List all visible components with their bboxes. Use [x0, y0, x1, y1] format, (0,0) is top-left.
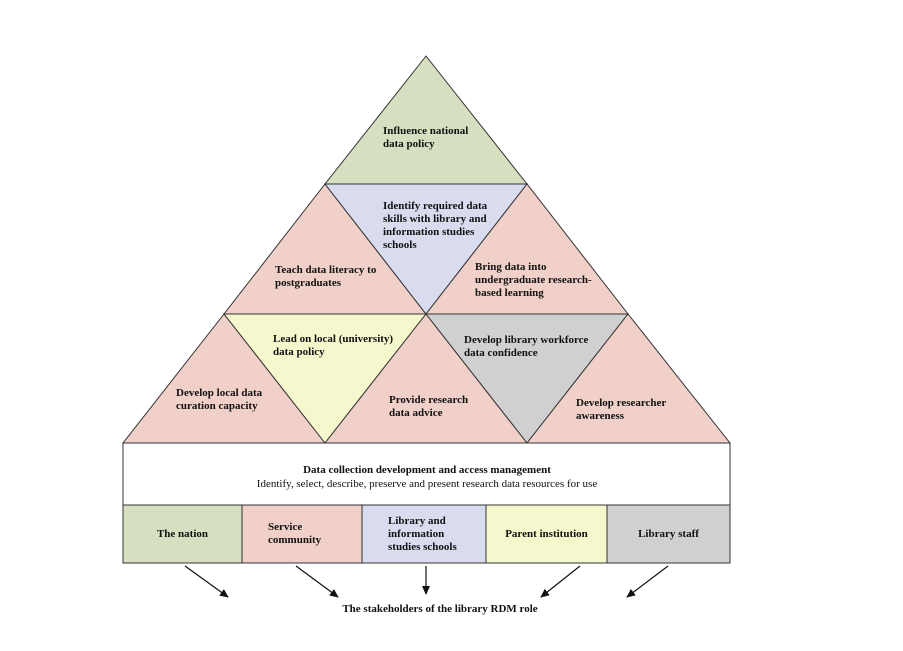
label-identify-data-skills: Identify required data skills with libra…: [383, 200, 488, 251]
label-influence-national: Influence national data policy: [383, 125, 469, 150]
arrow-5: [626, 565, 669, 598]
label-provide-research-advice: Provide research data advice: [389, 394, 469, 419]
stakeholder-box-staff: [606, 504, 731, 564]
stakeholder-lis-schools: Library and information studies schools: [388, 514, 457, 553]
label-teach-data-literacy: Teach data literacy to postgraduates: [275, 264, 377, 289]
arrow-1: [184, 565, 229, 598]
label-develop-workforce: Develop library workforce data confidenc…: [464, 334, 589, 359]
arrow-2: [295, 565, 339, 598]
foundation-subtitle: Identify, select, describe, preserve and…: [256, 478, 598, 490]
stakeholder-box-lis: [361, 504, 487, 564]
foundation-title: Data collection development and access m…: [303, 464, 551, 476]
arrow-4: [540, 565, 581, 598]
label-develop-researcher-awareness: Develop researcher awareness: [576, 397, 667, 422]
stakeholder-nation: The nation: [156, 527, 209, 540]
stakeholder-box-nation: [122, 504, 243, 564]
stakeholder-parent-institution: Parent institution: [505, 527, 588, 540]
diagram-caption: The stakeholders of the library RDM role: [342, 603, 538, 615]
label-develop-curation: Develop local data curation capacity: [176, 387, 263, 412]
stakeholder-library-staff: Library staff: [638, 527, 699, 540]
stakeholder-box-service: [241, 504, 363, 564]
label-lead-local-policy: Lead on local (university) data policy: [273, 333, 394, 358]
foundation-bar: [122, 442, 731, 506]
stakeholder-service-community: Service community: [268, 521, 322, 546]
tri-influence-national: [323, 55, 529, 185]
label-bring-data-undergrad: Bring data into undergraduate research- …: [475, 261, 592, 299]
